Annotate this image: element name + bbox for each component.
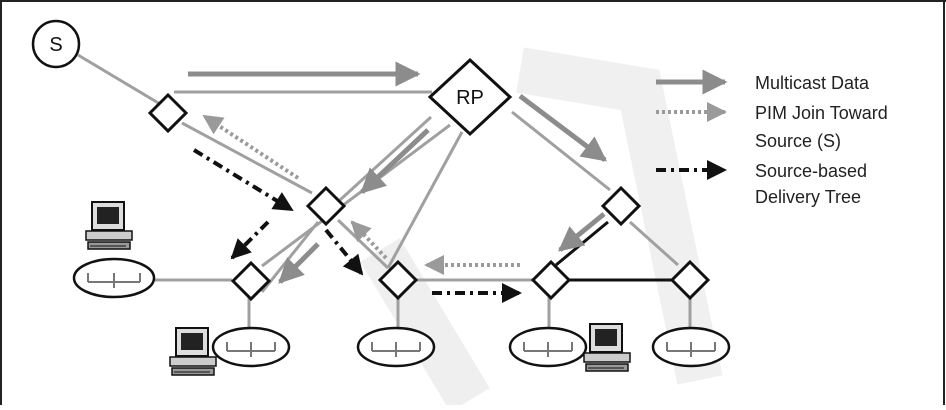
- data-arrow-right-down: [558, 212, 606, 252]
- legend-source-tree-label-1: Source-based: [755, 161, 867, 181]
- router-center: [377, 259, 419, 301]
- frame-left-border: [0, 0, 2, 405]
- lan-segment-left: [72, 257, 156, 299]
- tree-arrow-src-to-mid: [192, 148, 294, 212]
- router-right-left: [530, 259, 572, 301]
- router-mid: [305, 185, 347, 227]
- data-arrow-rp-to-mid: [360, 128, 430, 194]
- lan-segment-bottom-4: [651, 326, 731, 368]
- legend: Multicast Data PIM Join Toward Source (S…: [656, 69, 888, 207]
- join-arrow-to-mid: [350, 220, 388, 260]
- routers: [147, 92, 711, 302]
- tree-arrow-mid-to-left: [230, 220, 270, 260]
- lan-segment-bottom-1: [211, 326, 291, 368]
- network-links: [77, 53, 692, 327]
- router-right-top: [600, 185, 642, 227]
- tree-arrow-mid-to-center: [324, 228, 364, 276]
- legend-multicast-data-label: Multicast Data: [755, 73, 870, 93]
- lan-segment-bottom-2: [356, 326, 436, 368]
- router-right-right: [669, 259, 711, 301]
- computer-icon-bottom-left: [169, 327, 217, 376]
- join-arrow-to-source: [202, 114, 300, 180]
- pim-join-arrows: [202, 114, 520, 275]
- source-node: S: [31, 19, 81, 69]
- computer-icon-left: [85, 201, 133, 250]
- source-label: S: [49, 34, 62, 56]
- data-arrow-mid-down: [278, 242, 320, 284]
- data-arrow-rp-to-right: [518, 94, 607, 162]
- rendezvous-point-node: RP: [427, 57, 513, 137]
- lan-segments: [72, 257, 731, 368]
- frame-top-border: [0, 0, 946, 2]
- multicast-data-arrows: [188, 61, 607, 284]
- lan-segment-bottom-3: [508, 326, 588, 368]
- router-left: [230, 260, 272, 302]
- legend-source-tree-label-2: Delivery Tree: [755, 187, 861, 207]
- source-tree-arrows: [192, 148, 522, 303]
- legend-pim-join-label-2: Source (S): [755, 131, 841, 151]
- legend-pim-join-label-1: PIM Join Toward: [755, 103, 888, 123]
- computer-icon-bottom-right: [583, 323, 631, 372]
- rp-label: RP: [456, 87, 484, 109]
- router-source-edge: [147, 92, 189, 134]
- frame-right-border: [943, 0, 945, 405]
